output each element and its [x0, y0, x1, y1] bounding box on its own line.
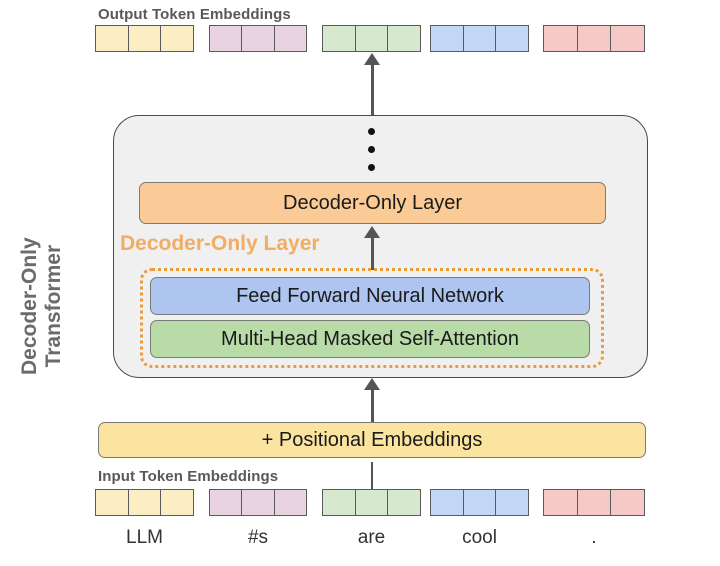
transformer-vertical-label: Decoder-Only Transformer	[18, 237, 65, 375]
output-token-cell	[578, 26, 612, 51]
output-token-cell	[611, 26, 644, 51]
input-token-cell	[96, 490, 129, 515]
output-token-cell	[323, 26, 356, 51]
input-token-cell	[578, 490, 612, 515]
arrow-positional-head	[364, 378, 380, 390]
input-token-cell	[275, 490, 306, 515]
decoder-only-layer-dotted-frame	[140, 268, 604, 368]
feed-forward-neural-network-node[interactable]: Feed Forward Neural Network	[150, 277, 590, 315]
input-token-cell	[388, 490, 420, 515]
input-token-cell	[210, 490, 243, 515]
output-token-embeddings-caption: Output Token Embeddings	[98, 6, 291, 23]
input-token-cell	[242, 490, 275, 515]
ellipsis-dot-1	[368, 128, 375, 135]
transformer-vertical-label-line1: Decoder-Only	[18, 237, 41, 375]
input-token-cell	[464, 490, 497, 515]
token-word-1: #s	[247, 527, 269, 548]
arrow-sublayer-stem	[370, 238, 374, 270]
arrow-sublayer-head	[364, 226, 380, 238]
output-token-cell	[96, 26, 129, 51]
input-token-cell	[161, 490, 193, 515]
arrow-positional-stem	[370, 390, 374, 422]
decoder-only-layer-node[interactable]: Decoder-Only Layer	[139, 182, 606, 224]
decoder-only-layer-orange-label: Decoder-Only Layer	[120, 232, 320, 255]
output-token-cell	[464, 26, 497, 51]
input-token-embeddings-caption: Input Token Embeddings	[98, 468, 279, 485]
input-token-cell	[323, 490, 356, 515]
output-token-cell	[388, 26, 420, 51]
input-token-cell	[129, 490, 162, 515]
token-word-4: .	[591, 527, 597, 548]
output-token-group-2	[322, 25, 421, 52]
input-token-group-4	[543, 489, 645, 516]
input-token-group-0	[95, 489, 194, 516]
input-token-cell	[356, 490, 389, 515]
arrow-output-head	[364, 53, 380, 65]
token-word-2: are	[357, 527, 386, 548]
output-token-cell	[242, 26, 275, 51]
token-word-3: cool	[462, 527, 497, 548]
output-token-cell	[210, 26, 243, 51]
output-token-cell	[161, 26, 193, 51]
output-token-cell	[356, 26, 389, 51]
input-token-cell	[496, 490, 528, 515]
connector-input-to-positional	[371, 462, 373, 490]
input-token-group-3	[430, 489, 529, 516]
input-token-cell	[544, 490, 578, 515]
input-token-group-2	[322, 489, 421, 516]
input-token-cell	[611, 490, 644, 515]
positional-embeddings-node[interactable]: + Positional Embeddings	[98, 422, 646, 458]
output-token-cell	[275, 26, 306, 51]
output-token-group-1	[209, 25, 307, 52]
arrow-output-stem	[370, 64, 374, 115]
output-token-cell	[431, 26, 464, 51]
ellipsis-dot-3	[368, 164, 375, 171]
multi-head-masked-self-attention-node[interactable]: Multi-Head Masked Self-Attention	[150, 320, 590, 358]
ellipsis-dot-2	[368, 146, 375, 153]
output-token-group-0	[95, 25, 194, 52]
output-token-cell	[129, 26, 162, 51]
token-word-0: LLM	[126, 527, 163, 548]
output-token-group-4	[543, 25, 645, 52]
input-token-group-1	[209, 489, 307, 516]
output-token-cell	[544, 26, 578, 51]
input-token-cell	[431, 490, 464, 515]
transformer-vertical-label-line2: Transformer	[41, 244, 65, 368]
output-token-cell	[496, 26, 528, 51]
output-token-group-3	[430, 25, 529, 52]
